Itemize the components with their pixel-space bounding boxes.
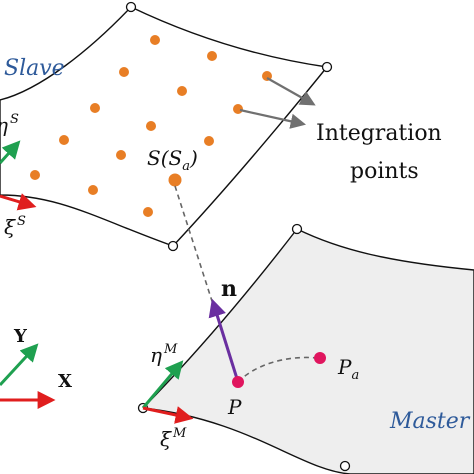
integration-point (177, 86, 187, 96)
xi-s-tangent-arrow (0, 193, 37, 211)
master-label: Master (389, 409, 471, 434)
slave-corner-node (125, 1, 137, 13)
eta-s-label: ηS (0, 112, 19, 137)
integration-point (116, 150, 126, 160)
projection-curve (237, 356, 319, 383)
axis-x-label: X (58, 371, 72, 392)
eta-s-tangent-arrow (0, 140, 21, 165)
eta-m-tangent-arrow (141, 360, 184, 409)
integration-point (143, 207, 153, 217)
pointer-arrow (266, 77, 316, 106)
master-surface (141, 228, 474, 474)
integration-point (30, 170, 40, 180)
integration-point (90, 103, 100, 113)
normal-vector-arrow (208, 298, 240, 383)
master-corner-node (291, 223, 303, 235)
slave-label: Slave (4, 56, 65, 81)
slave-corner-node (321, 61, 333, 73)
integration-point (146, 121, 156, 131)
integration-point (119, 67, 129, 77)
slave-point-label: S(Sa) (147, 146, 198, 174)
integration-point (88, 185, 98, 195)
integration-point (150, 35, 160, 45)
integration-point (207, 51, 217, 61)
slave-contact-point (168, 173, 182, 187)
normal-label: n (221, 276, 237, 302)
slave-corner-node (167, 240, 179, 252)
master-corner-node (339, 460, 351, 472)
master-point-p (232, 376, 244, 388)
pointer-arrow (239, 108, 307, 129)
projected-point-pa (314, 352, 326, 364)
point-pa-label: Pa (337, 355, 359, 383)
axis-y-label: Y (13, 326, 28, 347)
integration-point (233, 104, 243, 114)
integration-point (204, 136, 214, 146)
y-axis-arrow (0, 343, 39, 387)
xi-m-tangent-arrow (142, 406, 194, 424)
point-p-label: P (227, 395, 242, 419)
integration-point (59, 135, 69, 145)
integration-label-line1: Integration (316, 121, 442, 146)
slave-surface (0, 6, 329, 247)
integration-label-line2: points (350, 159, 419, 184)
